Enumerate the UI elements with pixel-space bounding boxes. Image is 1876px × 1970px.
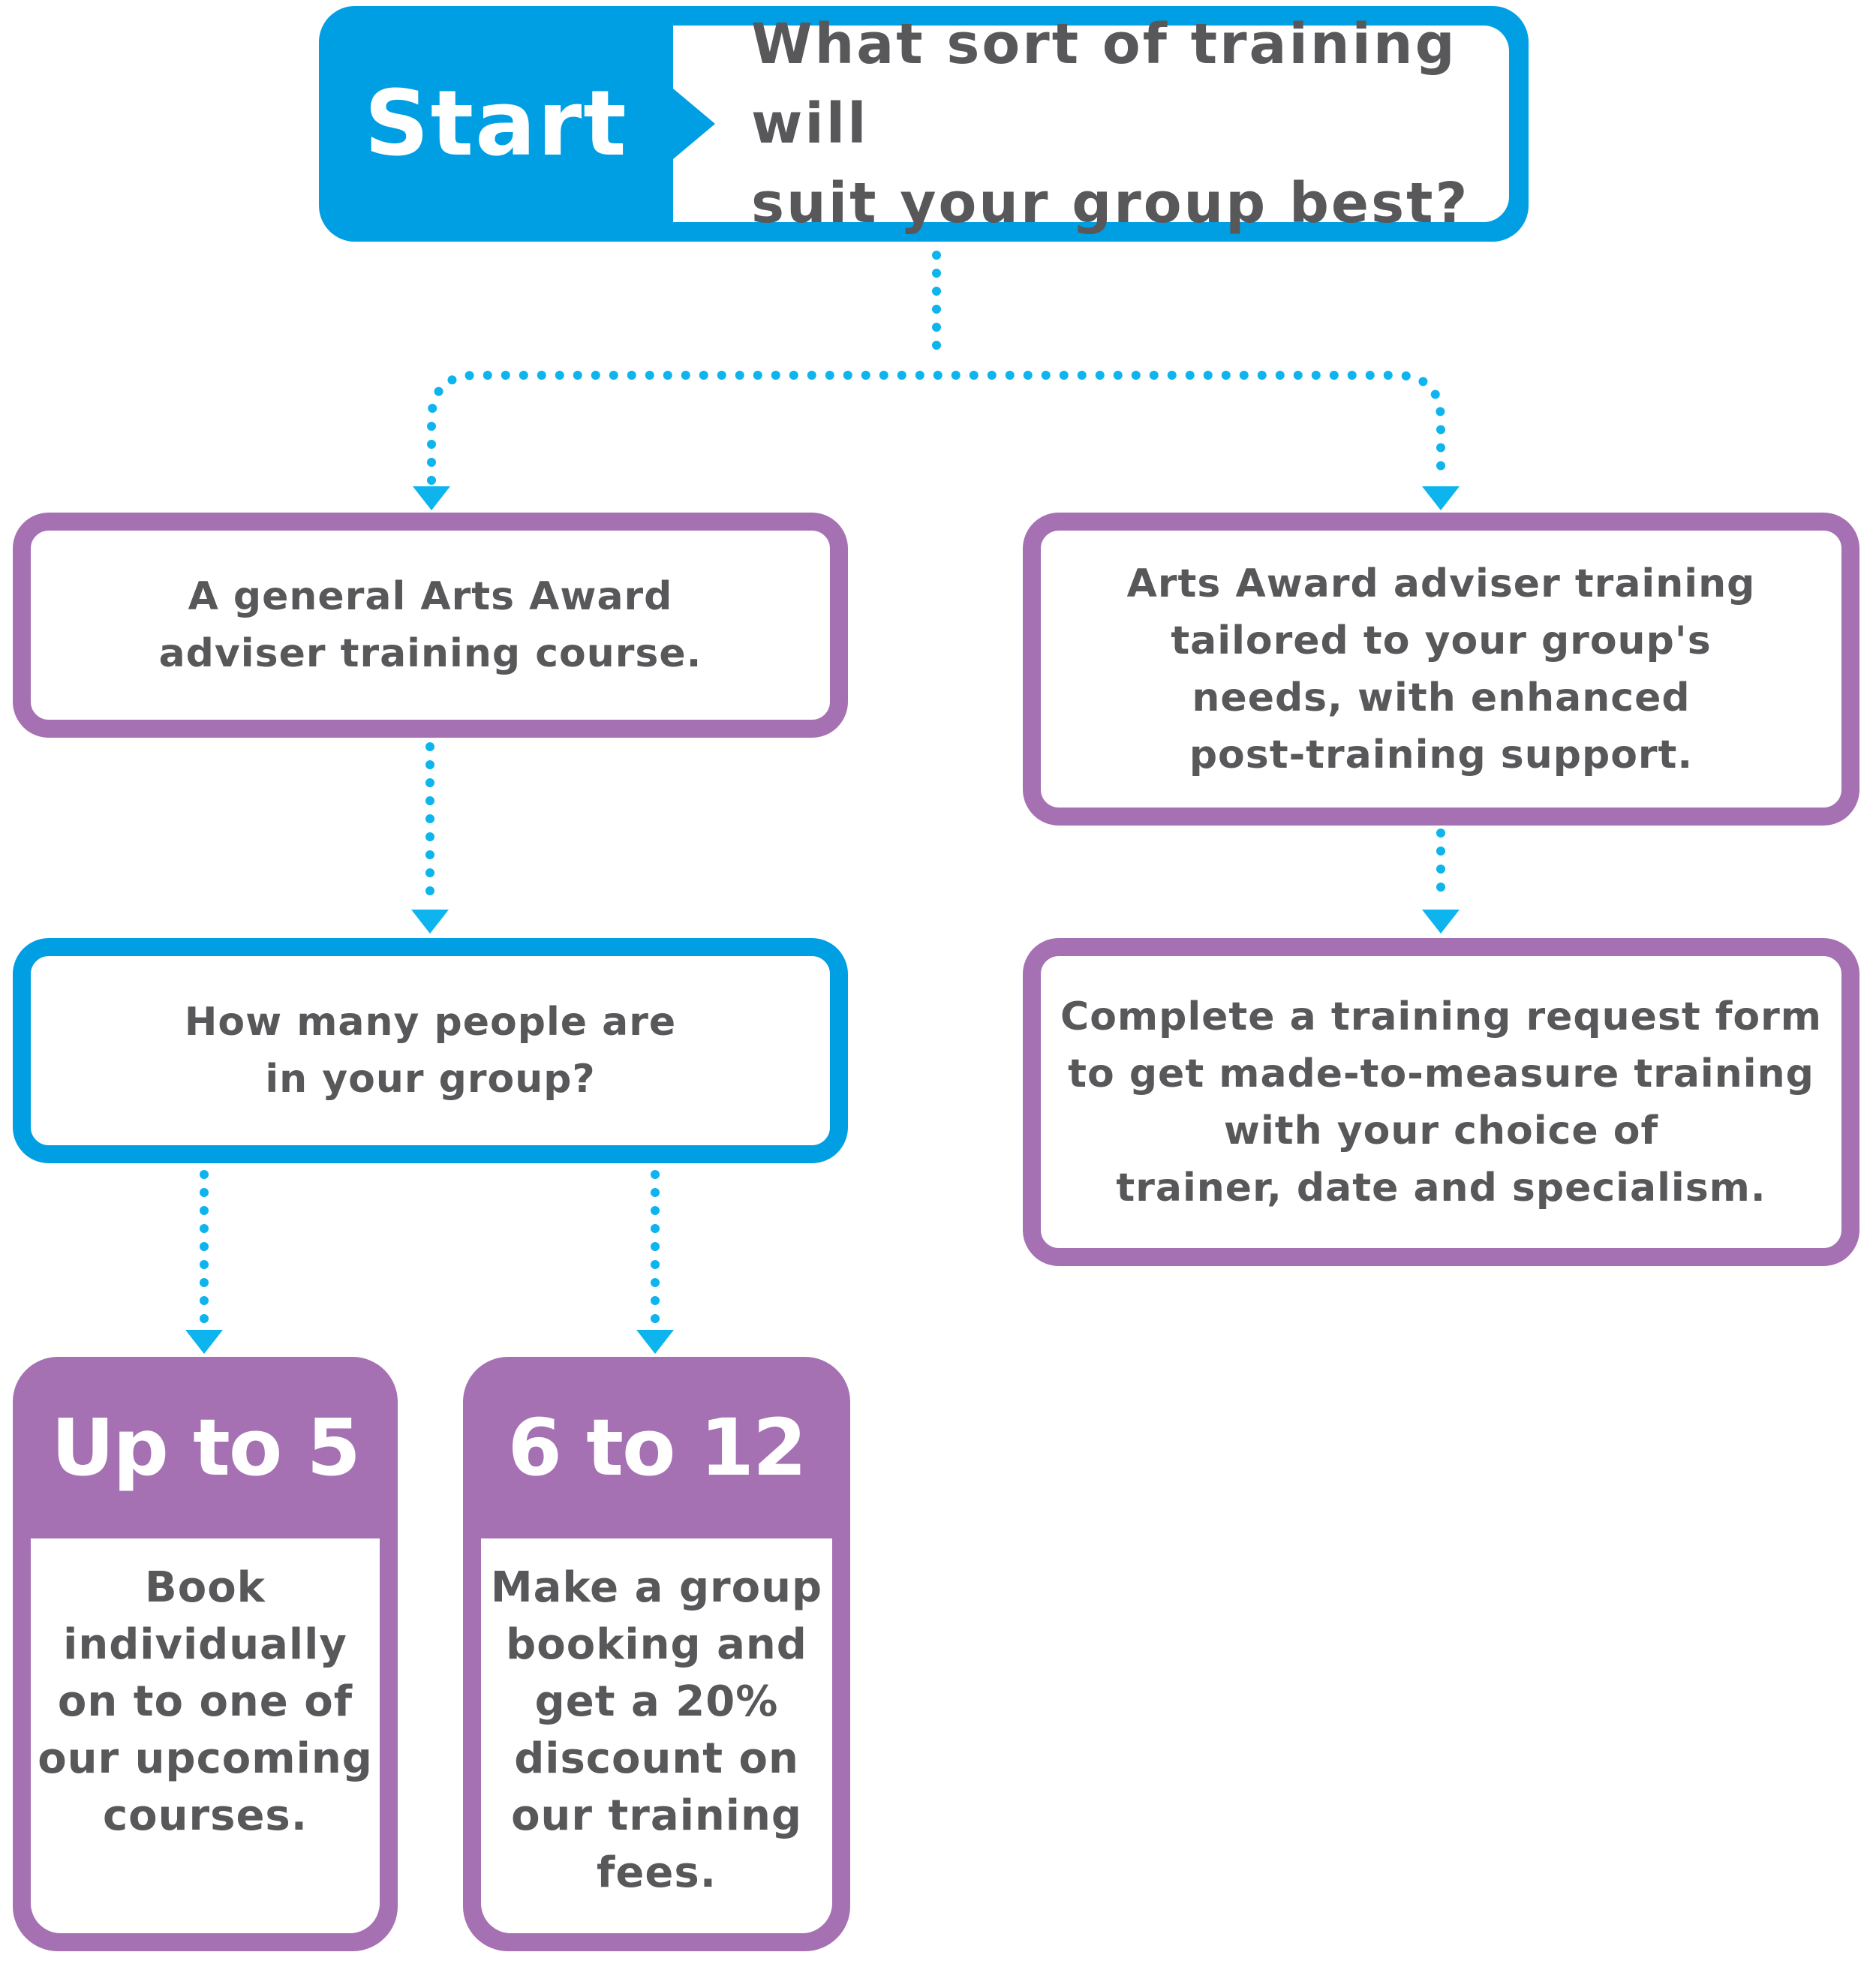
group-size-question-box: How many people are in your group? xyxy=(13,938,848,1163)
arrow-head-icon xyxy=(185,1330,223,1354)
start-pointer-icon xyxy=(673,89,715,159)
option-title: 6 to 12 xyxy=(507,1402,807,1493)
option-text: Make a group booking and get a 20% disco… xyxy=(481,1538,832,1933)
tailored-training-box: Arts Award adviser training tailored to … xyxy=(1023,513,1859,826)
general-course-box: A general Arts Award adviser training co… xyxy=(13,513,848,738)
option-up-to-5: Up to 5 Book individually on to one of o… xyxy=(13,1357,398,1951)
option-6-to-12: 6 to 12 Make a group booking and get a 2… xyxy=(463,1357,850,1951)
option-text: Book individually on to one of our upcom… xyxy=(31,1538,380,1933)
request-form-box: Complete a training request form to get … xyxy=(1023,938,1859,1266)
arrow-head-icon xyxy=(411,910,449,934)
arrow-head-icon xyxy=(413,486,450,510)
group-size-question-text: How many people are in your group? xyxy=(184,1000,677,1102)
request-form-text: Complete a training request form to get … xyxy=(1060,994,1822,1211)
general-course-text: A general Arts Award adviser training co… xyxy=(158,574,702,676)
arrow-head-icon xyxy=(1422,910,1460,934)
connector-split xyxy=(427,371,1445,485)
start-label: Start xyxy=(364,71,628,176)
arrow-head-icon xyxy=(1422,486,1460,510)
option-title: Up to 5 xyxy=(51,1402,361,1493)
arrow-head-icon xyxy=(636,1330,674,1354)
tailored-training-text: Arts Award adviser training tailored to … xyxy=(1126,561,1756,777)
start-question: What sort of training will suit your gro… xyxy=(673,12,1509,236)
